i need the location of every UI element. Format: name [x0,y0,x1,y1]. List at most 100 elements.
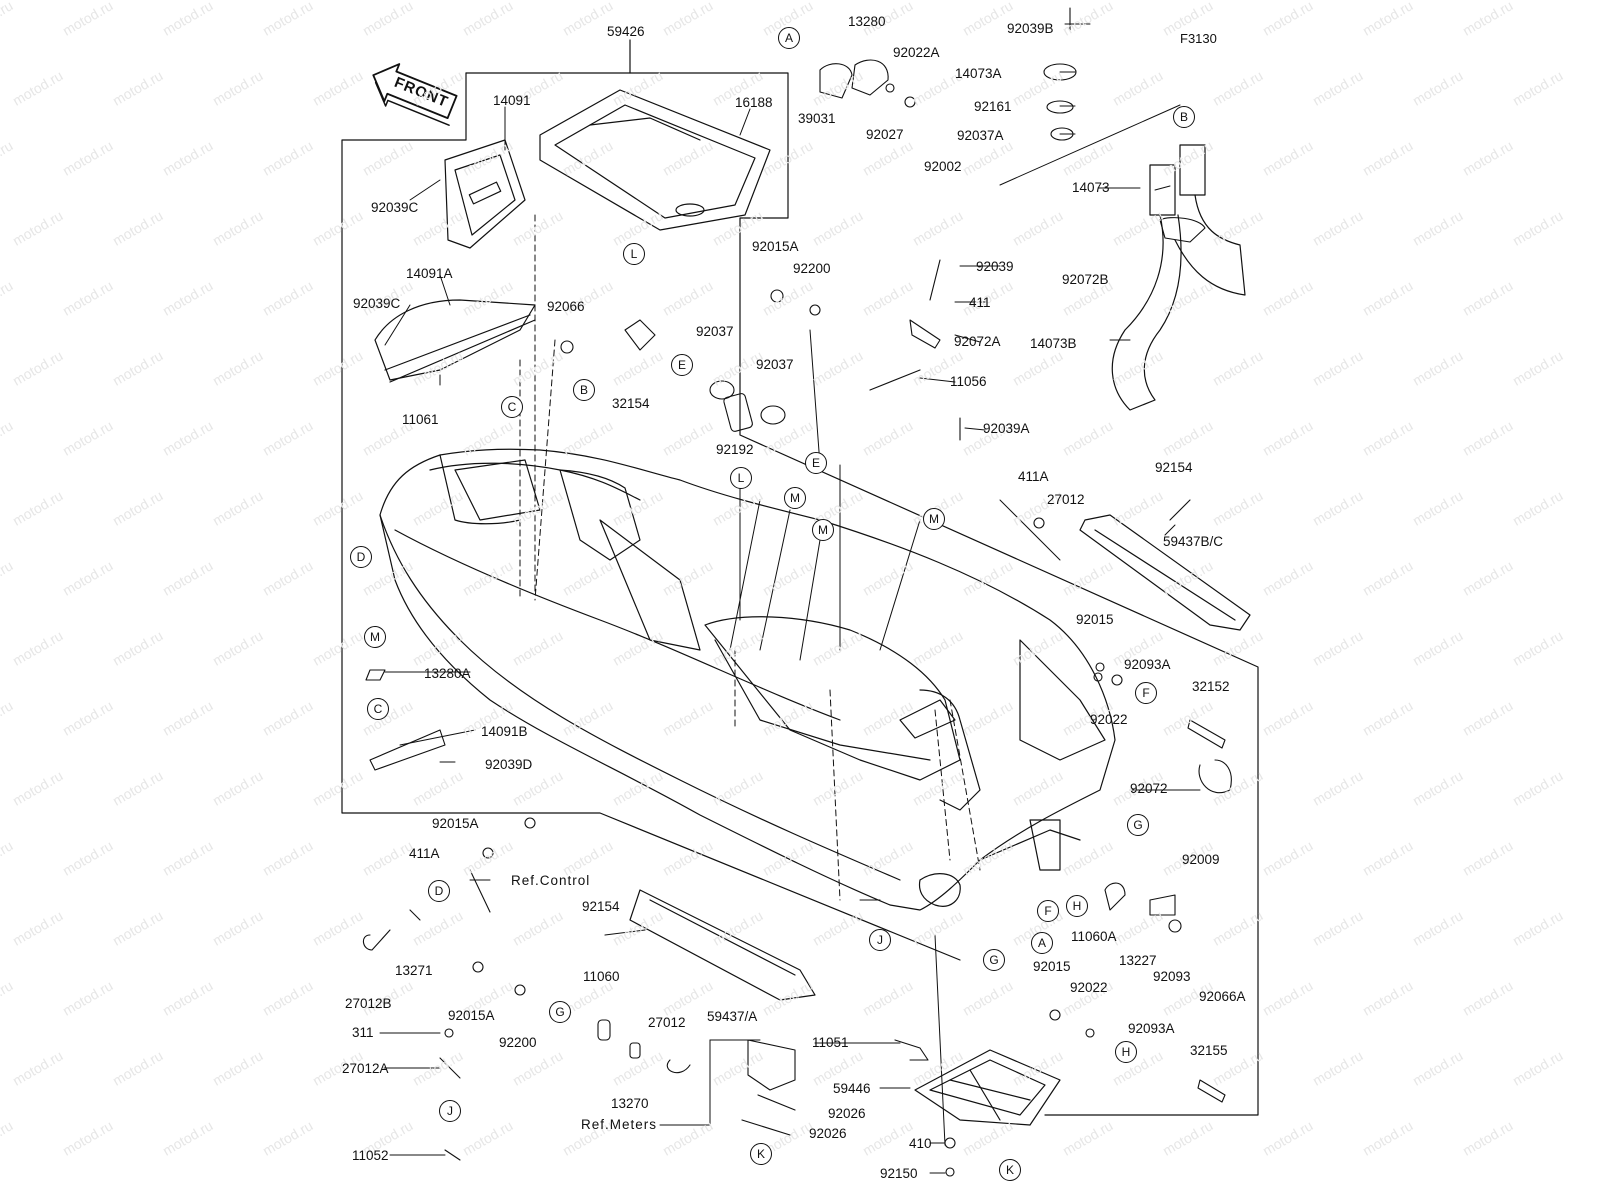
callout-k-left: K [750,1143,772,1165]
part-label-13227: 13227 [1119,953,1157,968]
part-label-411: 411 [969,295,991,310]
part-label-92026-a: 92026 [828,1106,866,1121]
callout-e-top: E [671,354,693,376]
callout-f-hull: F [1037,900,1059,922]
part-label-ref-control: Ref.Control [511,873,591,888]
part-label-13270: 13270 [611,1096,649,1111]
part-label-92093a-bottom: 92093A [1128,1021,1175,1036]
part-label-59437bc: 59437B/C [1163,534,1224,549]
hatch-cover [444,139,526,249]
part-label-92066a: 92066A [1199,989,1246,1004]
part-label-92093: 92093 [1153,969,1191,984]
part-label-59426: 59426 [607,24,645,39]
part-label-92026-b: 92026 [809,1126,847,1141]
hidden-lines [519,214,981,901]
hose-set [1111,144,1246,411]
part-label-92093a-right: 92093A [1124,657,1171,672]
callout-d-bottom: D [428,880,450,902]
part-label-92015a-top: 92015A [752,239,799,254]
part-label-27012: 27012 [1047,492,1085,507]
storage-tray [539,89,771,231]
part-label-92039a: 92039A [983,421,1030,436]
part-label-27012-bottom: 27012 [648,1015,686,1030]
part-label-14073a: 14073A [955,66,1002,81]
callout-d-hull: D [350,546,372,568]
group-frame-left [341,72,961,961]
callout-a-top: A [778,27,800,49]
ride-plate [914,1049,1061,1126]
callout-l-tray: L [623,243,645,265]
part-label-92039: 92039 [976,259,1014,274]
part-label-32154: 32154 [612,396,650,411]
callout-a-hull: A [1031,932,1053,954]
hardware [362,7,1232,1177]
part-label-32155: 32155 [1190,1043,1228,1058]
callout-b-hull: B [573,379,595,401]
part-label-14091: 14091 [493,93,531,108]
callout-j-bottom: J [439,1100,461,1122]
part-label-14073: 14073 [1072,180,1110,195]
callout-c-top: C [501,396,523,418]
callout-e-hull: E [805,452,827,474]
part-label-92161: 92161 [974,99,1012,114]
part-label-92066: 92066 [547,299,585,314]
part-label-92039d: 92039D [485,757,533,772]
part-label-27012a: 27012A [342,1061,389,1076]
part-label-92072b: 92072B [1062,272,1109,287]
callout-g-bottom: G [549,1001,571,1023]
part-label-ref-meters: Ref.Meters [581,1117,658,1132]
front-arrow-icon [372,63,458,126]
callout-g-right: G [1127,814,1149,836]
part-label-92015-right: 92015 [1076,612,1114,627]
part-label-92154-mid: 92154 [582,899,620,914]
part-label-13280: 13280 [848,14,886,29]
part-label-411a-left: 411A [409,846,440,861]
part-label-14091a: 14091A [406,266,453,281]
part-label-92200-bottom: 92200 [499,1035,537,1050]
callout-g-hull: G [983,949,1005,971]
part-label-92039b: 92039B [1007,21,1054,36]
part-label-11056: 11056 [950,374,987,389]
callout-h-hull: H [1066,895,1088,917]
part-label-411a-right: 411A [1018,469,1049,484]
part-label-92022a: 92022A [893,45,940,60]
part-label-14073b: 14073B [1030,336,1077,351]
part-label-39031: 39031 [798,111,836,126]
part-label-92002: 92002 [924,159,962,174]
callout-f-right: F [1135,682,1157,704]
part-label-16188: 16188 [735,95,773,110]
part-label-11052: 11052 [352,1148,389,1163]
part-label-92154-right: 92154 [1155,460,1193,475]
part-label-92039c-b: 92039C [353,296,401,311]
part-label-92037-a: 92037 [696,324,734,339]
part-label-11051: 11051 [812,1035,849,1050]
part-label-27012b: 27012B [345,996,392,1011]
diagram-code: F3130 [1180,31,1217,46]
callout-m-3: M [923,508,945,530]
part-label-92037-b: 92037 [756,357,794,372]
part-label-92022-bottom: 92022 [1070,980,1108,995]
callout-j-hull: J [869,929,891,951]
part-label-13280a: 13280A [424,666,471,681]
part-label-92015a-bottom: 92015A [448,1008,495,1023]
part-label-92200-top: 92200 [793,261,831,276]
part-label-13271: 13271 [395,963,433,978]
part-label-92009: 92009 [1182,852,1220,867]
group-frame [465,72,1259,1116]
callout-c-left: C [367,698,389,720]
part-label-92072a: 92072A [954,334,1001,349]
part-label-92022-right: 92022 [1090,712,1128,727]
part-label-92039c-a: 92039C [371,200,419,215]
hull-body [379,448,1116,911]
part-label-92192: 92192 [716,442,754,457]
part-label-92015a-left: 92015A [432,816,479,831]
part-label-92027: 92027 [866,127,904,142]
step-plate-left [629,889,816,1001]
part-label-59437a: 59437/A [707,1009,758,1024]
callout-l-hull: L [730,467,752,489]
callout-k-right: K [999,1159,1021,1181]
callout-h-bottom: H [1115,1041,1137,1063]
part-label-11060a: 11060A [1071,929,1117,944]
callout-m-2: M [812,519,834,541]
